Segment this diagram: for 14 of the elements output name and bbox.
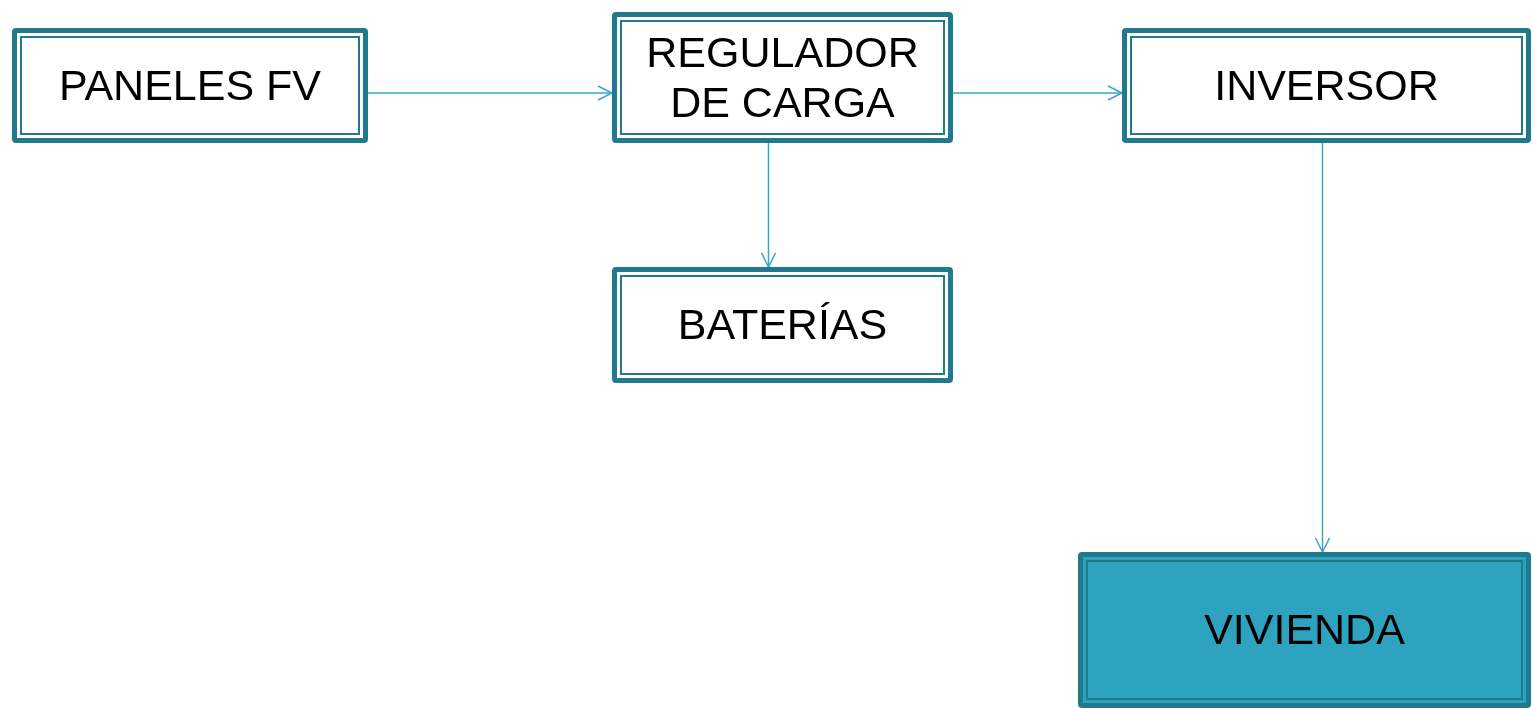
process-box [612,12,953,143]
box-label: PANELES FV [58,60,322,111]
process-box [12,28,368,143]
arrow [952,85,1123,101]
box-label: REGULADOR DE CARGA [645,28,920,127]
process-box [612,267,953,383]
box-label: VIVIENDA [1204,605,1405,655]
arrow [760,142,777,268]
box-label: BATERÍAS [677,300,888,350]
process-box [1122,28,1531,143]
arrow [367,85,613,101]
box-label: INVERSOR [1214,60,1439,111]
filled-box [1078,552,1531,708]
arrow [1314,142,1331,553]
